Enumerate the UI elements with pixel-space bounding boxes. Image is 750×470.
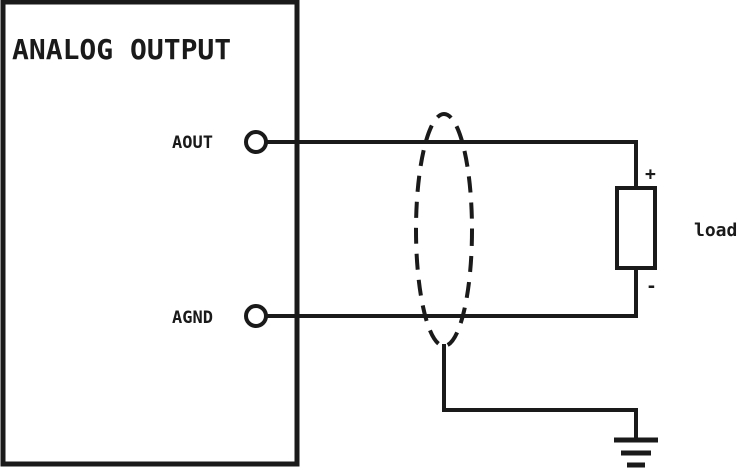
shield-drain-wire [442, 344, 638, 440]
module-title: ANALOG OUTPUT [12, 33, 231, 66]
agnd-terminal [244, 304, 268, 328]
cable-shield [414, 112, 474, 348]
load-label: load [694, 220, 737, 241]
minus-sign: - [646, 276, 657, 297]
ground-icon [614, 437, 658, 468]
load-resistor: + - load [615, 164, 737, 297]
aout-terminal [244, 130, 268, 154]
agnd-terminal-label: AGND [172, 308, 213, 328]
module-box [0, 0, 300, 467]
aout-wire [265, 140, 638, 190]
resistor-body [615, 186, 657, 270]
aout-terminal-label: AOUT [172, 133, 213, 153]
analog-output-module: ANALOG OUTPUT [0, 0, 300, 467]
agnd-wire [265, 266, 638, 318]
plus-sign: + [645, 164, 656, 185]
